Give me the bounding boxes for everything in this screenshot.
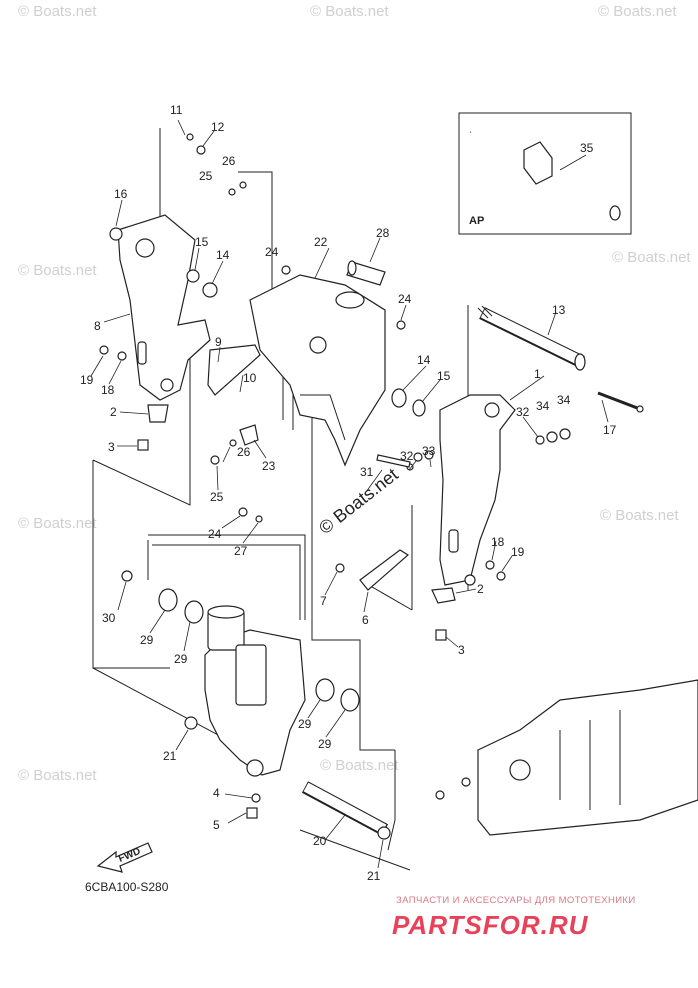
fwd-arrow: FWD (96, 842, 153, 873)
callout-32: 32 (400, 449, 414, 463)
watermark-text: © Boats.net (18, 262, 97, 279)
center-watermark: © Boats.net (315, 464, 402, 538)
tilt-tube-13 (477, 305, 586, 371)
clamp-bracket-right (439, 394, 516, 586)
watermark-text: © Boats.net (320, 757, 399, 774)
callout-29: 29 (298, 717, 312, 731)
inset-label: AP (469, 215, 484, 227)
callout-24: 24 (265, 245, 279, 259)
callout-26: 26 (237, 445, 251, 459)
watermark-text: © Boats.net (18, 515, 97, 532)
callout-14: 14 (417, 353, 431, 367)
callout-25: 25 (210, 490, 224, 504)
watermark-text: © Boats.net (310, 3, 389, 20)
brand-block: ЗАПЧАСТИ И АКСЕССУАРЫ ДЛЯ МОТОТЕХНИКИ PA… (392, 895, 636, 940)
callout-20: 20 (313, 834, 327, 848)
callout-12: 12 (211, 120, 225, 134)
callout-4: 4 (213, 786, 220, 800)
callout-24: 24 (208, 527, 222, 541)
shaft-20 (301, 781, 389, 836)
callout-21: 21 (367, 869, 381, 883)
callout-34: 34 (536, 399, 550, 413)
watermark-text: © Boats.net (598, 3, 677, 20)
callout-numbers: 11 12 26 25 16 15 14 8 9 10 19 18 2 3 22… (80, 103, 617, 883)
callout-1: 1 (534, 367, 541, 381)
diagram-code: 6CBA100-S280 (85, 880, 169, 894)
callout-25: 25 (199, 169, 213, 183)
swivel-bracket (249, 274, 386, 467)
inset-box-ap: AP (458, 112, 632, 235)
callout-11: 11 (170, 103, 183, 117)
callout-33: 33 (422, 444, 436, 458)
callout-15: 15 (437, 369, 451, 383)
brand-subtitle: ЗАПЧАСТИ И АКСЕССУАРЫ ДЛЯ МОТОТЕХНИКИ (396, 895, 636, 906)
callout-30: 30 (102, 611, 116, 625)
callout-16: 16 (114, 187, 128, 201)
callout-19: 19 (511, 545, 525, 559)
callout-27: 27 (234, 544, 248, 558)
callout-8: 8 (94, 319, 101, 333)
fasteners (99, 133, 571, 840)
callout-7: 7 (320, 594, 327, 608)
callout-31: 31 (360, 465, 374, 479)
callout-22: 22 (314, 235, 328, 249)
callout-26: 26 (222, 154, 236, 168)
callout-29: 29 (140, 633, 154, 647)
callout-15: 15 (195, 235, 209, 249)
callout-29: 29 (174, 652, 188, 666)
watermark-text: © Boats.net (612, 249, 691, 266)
callout-2: 2 (477, 582, 484, 596)
callout-6: 6 (362, 613, 369, 627)
callout-9: 9 (215, 335, 222, 349)
callout-5: 5 (213, 818, 220, 832)
callout-34: 34 (557, 393, 571, 407)
callout-35: 35 (580, 141, 594, 155)
callout-10: 10 (243, 371, 257, 385)
pipe-28 (346, 260, 386, 286)
watermark-text: © Boats.net (18, 767, 97, 784)
callout-18: 18 (491, 535, 505, 549)
callout-2: 2 (110, 405, 117, 419)
callout-28: 28 (376, 226, 390, 240)
bolt-17 (597, 391, 644, 413)
callout-29: 29 (318, 737, 332, 751)
callout-32: 32 (516, 405, 530, 419)
lower-unit-partial (477, 679, 698, 836)
callout-14: 14 (216, 248, 230, 262)
watermark-text: © Boats.net (600, 507, 679, 524)
callout-24: 24 (398, 292, 412, 306)
callout-21: 21 (163, 749, 177, 763)
callout-18: 18 (101, 383, 115, 397)
callout-23: 23 (262, 459, 276, 473)
watermark-text: © Boats.net (18, 3, 97, 20)
callout-19: 19 (80, 373, 94, 387)
callout-3: 3 (458, 643, 465, 657)
leader-lines (90, 119, 609, 869)
watermark-layer: © Boats.net © Boats.net © Boats.net © Bo… (18, 3, 691, 784)
tilt-cylinder-bracket (204, 605, 306, 777)
callout-13: 13 (552, 303, 566, 317)
callout-3: 3 (108, 440, 115, 454)
brand-name: PARTSFOR.RU (392, 910, 589, 940)
bushings-29 (158, 588, 360, 712)
callout-17: 17 (603, 423, 617, 437)
clamp-bracket-left (117, 214, 211, 401)
